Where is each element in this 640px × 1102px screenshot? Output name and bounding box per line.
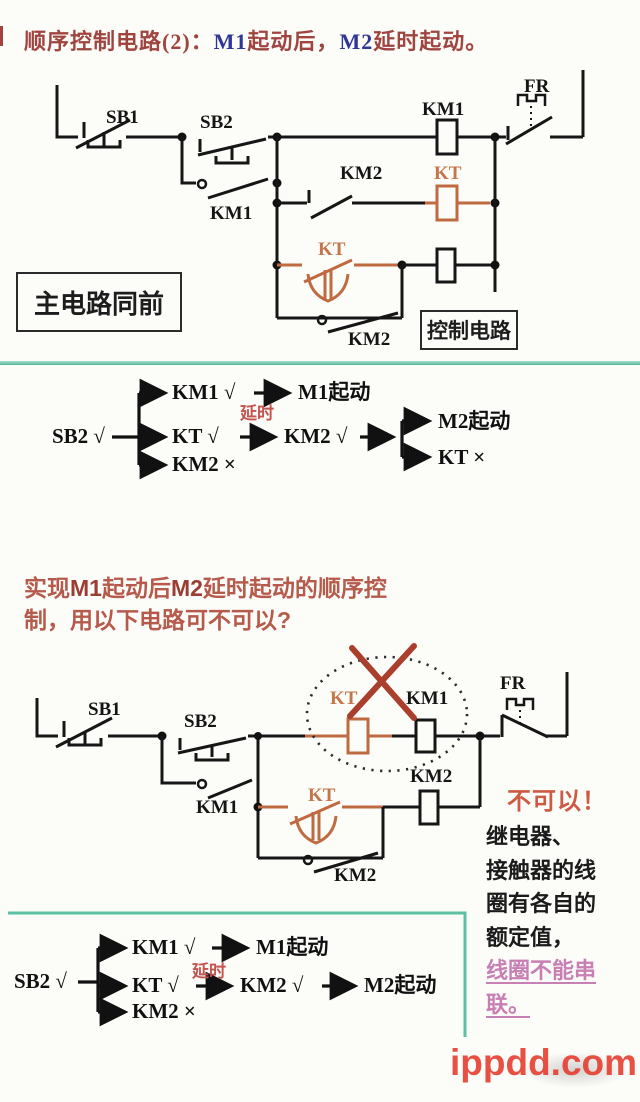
flow2-m2-start: M2起动 xyxy=(364,973,437,997)
flow1-kt-off: KT × xyxy=(438,445,486,469)
question-text: 实现M1起动后M2延时起动的顺序控 制，用以下电路可不可以? xyxy=(24,572,604,636)
c2-km1-latch-label: KM1 xyxy=(196,797,239,818)
verdict-text: 不可以！ xyxy=(507,788,607,815)
flow2-delay: 延时 xyxy=(192,962,226,981)
circuit1-diagram xyxy=(55,70,585,334)
c2-sb2-label: SB2 xyxy=(184,711,217,732)
note-line: 圈有各自的 xyxy=(486,891,597,916)
c2-sb1-label: SB1 xyxy=(88,699,121,720)
flowchart2-arrows xyxy=(78,933,359,1027)
flow2-km2: KM2 √ xyxy=(240,973,304,997)
question-part: 实现 xyxy=(24,575,70,601)
question-m1: M1 xyxy=(70,575,102,601)
flowchart2-lines xyxy=(8,911,467,1037)
kt-coil-label: KT xyxy=(434,163,462,184)
flow1-km2: KM2 √ xyxy=(284,424,348,448)
c2-kt-contact-label: KT xyxy=(308,785,336,806)
question-part-3: 延时起动的顺序控 xyxy=(202,575,387,601)
km2-nc-label: KM2 xyxy=(340,163,383,184)
page-title: 顺序控制电路(2)：M1起动后，M2延时起动。 xyxy=(24,24,488,56)
note-line-pink: 联。 xyxy=(486,991,531,1017)
c2-km2-latch-label: KM2 xyxy=(334,865,377,886)
flow1-m2-start: M2起动 xyxy=(438,409,511,433)
circuit2-wires xyxy=(35,643,569,874)
question-m2: M2 xyxy=(170,575,203,601)
note-line: 继电器、 xyxy=(486,824,575,849)
title-m1: M1 xyxy=(213,29,248,54)
title-text-2: 起动后， xyxy=(247,29,340,54)
flow1-start: SB2 √ xyxy=(52,424,105,448)
main-circuit-note-box: 主电路同前 xyxy=(16,272,182,332)
note-line: 额定值， xyxy=(486,924,575,950)
c2-km2-coil-label: KM2 xyxy=(410,766,453,787)
question-line2: 制，用以下电路可不可以? xyxy=(24,607,292,633)
watermark-smudge xyxy=(520,1052,630,1088)
flow2-km2-off: KM2 × xyxy=(132,999,196,1023)
watermark: ippdd.com xyxy=(450,1042,638,1083)
control-circuit-box: 控制电路 xyxy=(420,310,518,350)
flowchart1-lines xyxy=(112,378,433,480)
flow1-km2-off: KM2 × xyxy=(172,452,236,476)
flow2-start: SB2 √ xyxy=(14,969,67,993)
title-text-3: 延时起动。 xyxy=(373,29,489,54)
km2-latch-label: KM2 xyxy=(348,329,391,350)
title-text: 顺序控制电路(2)： xyxy=(24,29,214,54)
note-text: 继电器、 接触器的线 圈有各自的 额定值， 线圈不能串 联。 xyxy=(486,820,636,1021)
flow2-m1-start: M1起动 xyxy=(256,935,329,959)
flow2-kt: KT √ xyxy=(132,973,179,997)
note-line: 接触器的线 xyxy=(486,857,597,883)
left-edge-mark xyxy=(0,26,3,46)
note-line-pink: 线圈不能串 xyxy=(486,958,597,983)
c2-fr-label: FR xyxy=(500,673,526,694)
flowchart1-arrows xyxy=(112,378,433,480)
circuit1-wires xyxy=(55,70,585,334)
sb2-label: SB2 xyxy=(200,112,233,133)
kt-contact-label: KT xyxy=(318,239,346,260)
sb1-label: SB1 xyxy=(106,107,139,128)
flow1-m1-start: M1起动 xyxy=(298,380,371,404)
flowchart2-box-border xyxy=(8,911,467,1037)
km1-latch-label: KM1 xyxy=(210,203,253,224)
title-m2: M2 xyxy=(339,29,374,54)
km1-coil-label: KM1 xyxy=(422,99,465,120)
flow2-km1: KM1 √ xyxy=(132,935,196,959)
fr-label: FR xyxy=(524,76,550,97)
c2-kt-coil-label: KT xyxy=(330,688,358,709)
flow1-delay: 延时 xyxy=(240,404,274,423)
flow1-kt: KT √ xyxy=(172,424,219,448)
flow1-km1: KM1 √ xyxy=(172,380,236,404)
c2-km1-coil-label: KM1 xyxy=(406,688,449,709)
question-part-2: 起动后 xyxy=(101,575,171,601)
section-divider xyxy=(0,361,640,365)
circuit2-diagram xyxy=(35,643,569,874)
